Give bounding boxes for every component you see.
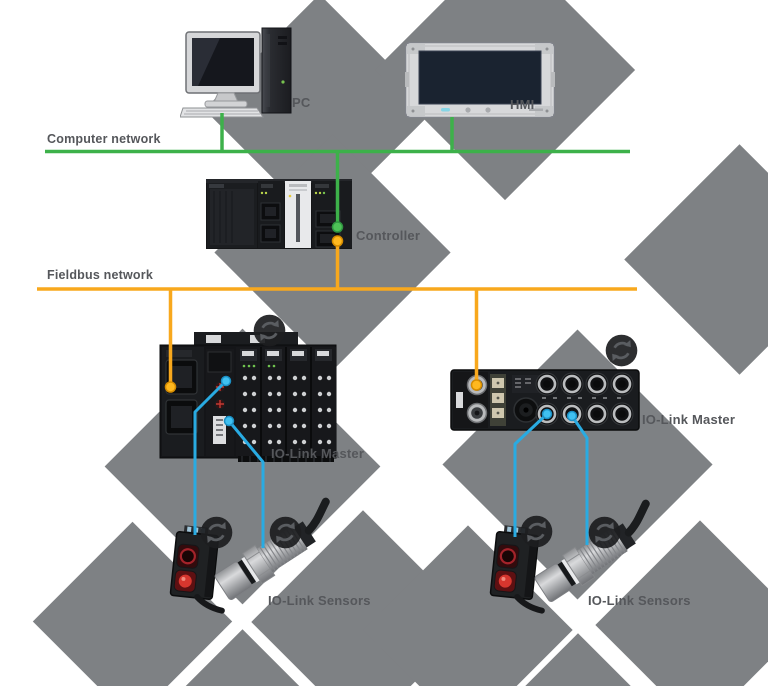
- pc-keyboard: [179, 107, 264, 118]
- io-link-master-left-label: IO-Link Master: [271, 446, 365, 461]
- computer-network-label: Computer network: [47, 132, 161, 146]
- io-link-master-right-label: IO-Link Master: [642, 412, 736, 427]
- pc-tower: [261, 27, 292, 114]
- io-link-sensors-right-label: IO-Link Sensors: [588, 593, 691, 608]
- hmi-label: HMI: [510, 97, 535, 112]
- data-exchange-icon: [588, 516, 621, 549]
- data-exchange-icon: [520, 515, 553, 548]
- pc-graphic: [179, 24, 300, 119]
- master-right-m12-ports: [535, 372, 634, 426]
- master-left-terminal-columns: [236, 347, 336, 462]
- data-exchange-icon: [605, 334, 638, 367]
- fieldbus-network-label: Fieldbus network: [47, 268, 153, 282]
- photoelectric-sensor-right: [475, 520, 562, 620]
- pc-monitor: [185, 31, 261, 108]
- hmi-graphic: [404, 41, 556, 119]
- data-exchange-icon: [200, 516, 233, 549]
- master-left-cpu-column: [206, 349, 234, 456]
- hmi-screen: [418, 50, 542, 105]
- master-right-terminal-strip: [490, 374, 506, 426]
- background-diamond: [624, 144, 768, 375]
- io-link-sensors-left-label: IO-Link Sensors: [268, 593, 371, 608]
- io-link-master-left-graphic: [158, 332, 338, 464]
- io-link-master-right-graphic: [450, 367, 640, 433]
- controller-label: Controller: [356, 228, 421, 243]
- controller-graphic: [206, 177, 354, 251]
- data-exchange-icon: [269, 516, 302, 549]
- pc-label: PC: [292, 95, 311, 110]
- master-left-port-column: [162, 347, 204, 456]
- data-exchange-icon: [253, 314, 286, 347]
